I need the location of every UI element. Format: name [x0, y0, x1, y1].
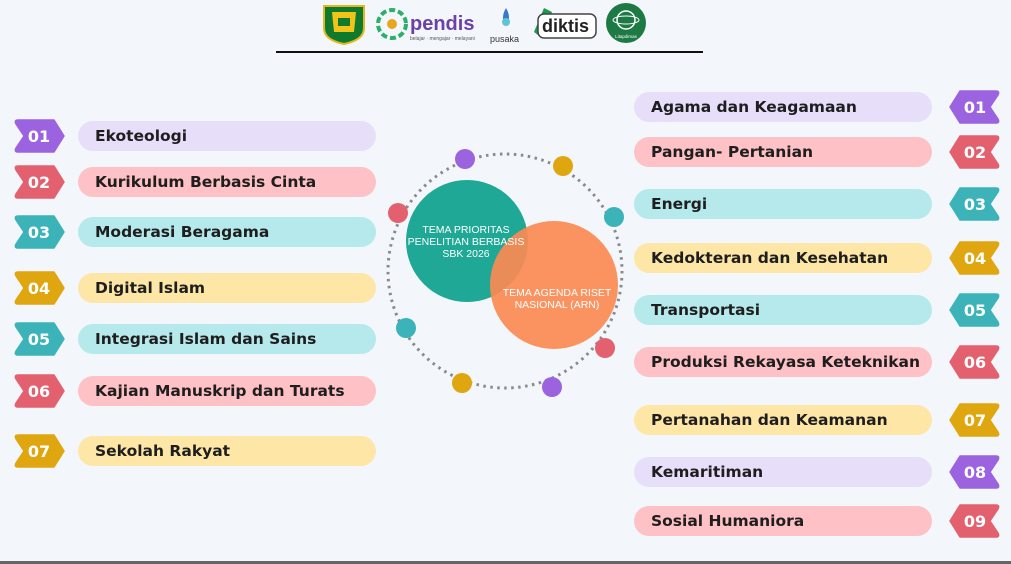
left-number-text: 04 [27, 278, 51, 298]
right-theme-item: Sosial Humaniora [634, 506, 932, 536]
right-number-badge: 02 [948, 134, 1002, 170]
left-number-badge: 06 [12, 373, 66, 409]
left-theme-item: Ekoteologi [78, 121, 376, 151]
right-theme-label: Transportasi [651, 301, 761, 319]
left-theme-label: Sekolah Rakyat [95, 442, 231, 460]
left-theme-item: Kurikulum Berbasis Cinta [78, 167, 376, 197]
right-theme-item: Kemaritiman [634, 457, 932, 487]
right-theme-item: Pertanahan dan Keamanan [634, 405, 932, 435]
left-number-text: 03 [27, 222, 51, 242]
right-theme-label: Energi [651, 195, 708, 213]
left-theme-label: Integrasi Islam dan Sains [95, 330, 317, 348]
diktis-logo-icon: diktis [534, 8, 597, 39]
left-number-badge: 01 [12, 118, 66, 154]
right-theme-label: Pangan- Pertanian [651, 143, 814, 161]
left-theme-item: Moderasi Beragama [78, 217, 376, 247]
right-number-badge: 01 [948, 89, 1002, 125]
bottom-border [0, 561, 1011, 564]
right-theme-item: Produksi Rekayasa Keteknikan [634, 347, 932, 377]
right-number-text: 07 [963, 410, 987, 430]
svg-text:belajar · mengajar · melayani: belajar · mengajar · melayani [410, 36, 475, 42]
pusaka-logo-icon: pusaka [490, 8, 519, 44]
left-number-text: 01 [27, 126, 51, 146]
right-number-badge: 08 [948, 454, 1002, 490]
right-number-badge: 09 [948, 503, 1002, 539]
right-number-badge: 07 [948, 402, 1002, 438]
right-number-badge: 04 [948, 240, 1002, 276]
right-theme-label: Agama dan Keagamaan [651, 98, 857, 116]
circle-priority-label: TEMA PRIORITAS PENELITIAN BERBASIS SBK 2… [407, 224, 525, 260]
header-logos: pendis belajar · mengajar · melayani pus… [320, 2, 660, 46]
right-theme-item: Kedokteran dan Kesehatan [634, 243, 932, 273]
left-number-text: 02 [27, 172, 51, 192]
center-diagram [380, 143, 630, 403]
right-number-text: 08 [963, 462, 987, 482]
left-theme-label: Digital Islam [95, 279, 206, 297]
right-number-text: 04 [963, 248, 987, 268]
right-theme-label: Sosial Humaniora [651, 512, 805, 530]
right-number-text: 03 [963, 194, 987, 214]
left-number-badge: 05 [12, 321, 66, 357]
pendis-logo-icon: pendis belajar · mengajar · melayani [376, 8, 475, 42]
left-number-text: 07 [27, 441, 51, 461]
left-theme-label: Kurikulum Berbasis Cinta [95, 173, 317, 191]
right-theme-item: Agama dan Keagamaan [634, 92, 932, 122]
left-number-badge: 02 [12, 164, 66, 200]
circle-arn [490, 221, 618, 349]
kemenag-emblem-icon [323, 5, 365, 46]
left-number-badge: 04 [12, 270, 66, 306]
right-theme-label: Kedokteran dan Kesehatan [651, 249, 889, 267]
right-number-badge: 03 [948, 186, 1002, 222]
orbit-ring [386, 152, 624, 390]
left-number-badge: 03 [12, 214, 66, 250]
left-theme-item: Digital Islam [78, 273, 376, 303]
left-number-text: 05 [27, 329, 51, 349]
litapdimas-logo-icon: Litapdimas [606, 3, 646, 43]
right-number-text: 02 [963, 142, 987, 162]
right-number-text: 01 [963, 97, 987, 117]
orbit-dot [542, 377, 562, 397]
left-theme-item: Integrasi Islam dan Sains [78, 324, 376, 354]
right-number-text: 05 [963, 300, 987, 320]
left-theme-label: Ekoteologi [95, 127, 188, 145]
right-number-badge: 06 [948, 344, 1002, 380]
svg-text:Litapdimas: Litapdimas [615, 34, 638, 39]
right-theme-item: Pangan- Pertanian [634, 137, 932, 167]
left-theme-item: Sekolah Rakyat [78, 436, 376, 466]
orbit-dot [595, 338, 615, 358]
svg-text:pusaka: pusaka [490, 34, 519, 44]
orbit-dot [396, 318, 416, 338]
left-theme-item: Kajian Manuskrip dan Turats [78, 376, 376, 406]
right-number-badge: 05 [948, 292, 1002, 328]
orbit-dot [553, 156, 573, 176]
right-number-text: 06 [963, 352, 987, 372]
svg-text:diktis: diktis [542, 16, 589, 36]
header-divider [276, 51, 703, 53]
orbit-dot [604, 207, 624, 227]
right-number-text: 09 [963, 511, 987, 531]
svg-text:pendis: pendis [410, 13, 474, 35]
right-theme-label: Kemaritiman [651, 463, 764, 481]
left-number-text: 06 [27, 381, 51, 401]
orbit-dot [452, 373, 472, 393]
right-theme-item: Energi [634, 189, 932, 219]
right-theme-label: Pertanahan dan Keamanan [651, 411, 888, 429]
left-theme-label: Moderasi Beragama [95, 223, 270, 241]
left-number-badge: 07 [12, 433, 66, 469]
right-theme-item: Transportasi [634, 295, 932, 325]
left-theme-label: Kajian Manuskrip dan Turats [95, 382, 345, 400]
circle-arn-label: TEMA AGENDA RISET NASIONAL (ARN) [502, 287, 612, 311]
right-theme-label: Produksi Rekayasa Keteknikan [651, 353, 921, 371]
orbit-dot [388, 203, 408, 223]
orbit-dot [455, 149, 475, 169]
